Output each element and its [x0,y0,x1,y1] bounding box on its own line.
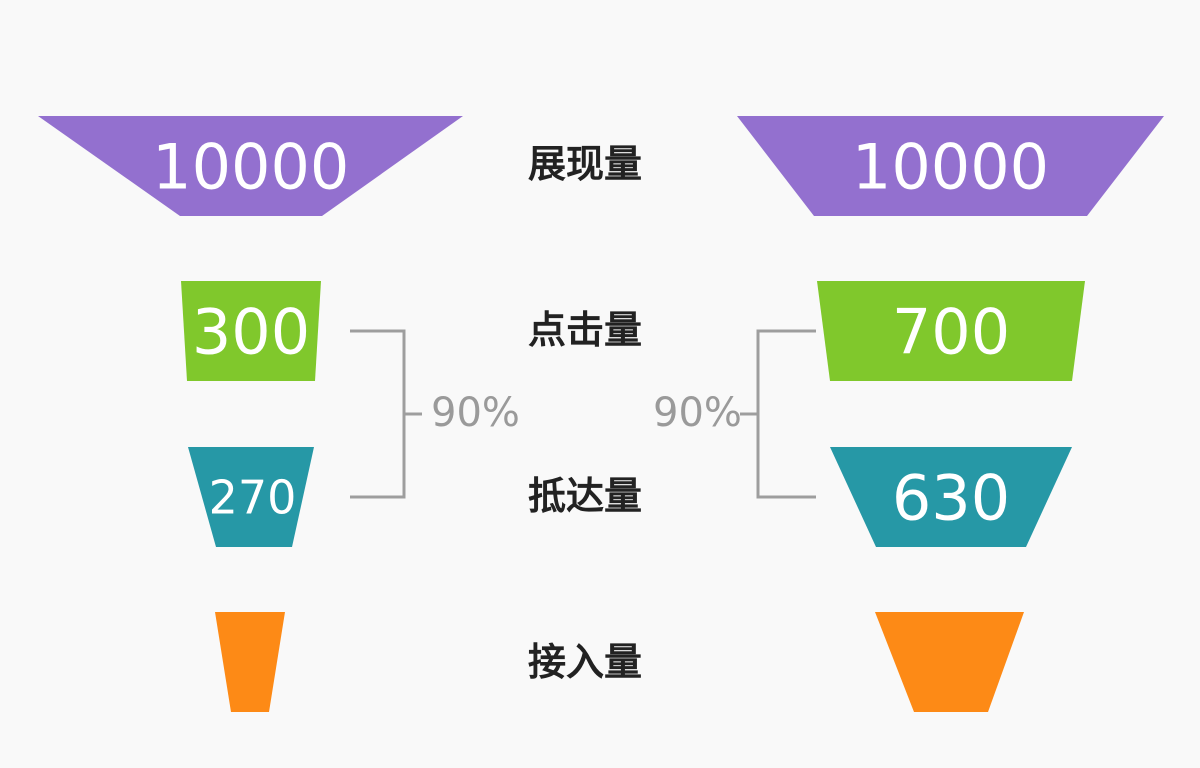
right-funnel-stage-4-shape [875,612,1024,712]
left-funnel-stage-3-value: 270 [209,471,297,525]
left-funnel: 10000 300 270 [38,116,463,712]
right-conversion-rate: 90% [653,390,742,436]
stage-label-impressions: 展现量 [527,142,642,186]
right-funnel-stage-1-value: 10000 [852,130,1049,203]
right-funnel-stage-3-value: 630 [892,461,1010,534]
right-conversion-bracket [740,329,816,499]
stage-label-arrivals: 抵达量 [527,474,642,518]
left-funnel-stage-2-value: 300 [192,295,310,368]
left-funnel-stage-2-shape [181,281,321,381]
left-funnel-stage-1-shape [38,116,463,216]
right-funnel-stage-3-shape [830,447,1072,547]
left-funnel-stage-4-shape [215,612,285,712]
left-conversion-bracket [350,329,422,499]
left-funnel-stage-3-shape [188,447,314,547]
right-funnel-stage-2-value: 700 [892,295,1010,368]
left-funnel-stage-1-value: 10000 [152,130,349,203]
left-conversion-rate: 90% [431,390,520,436]
stage-label-connections: 接入量 [527,640,642,684]
right-funnel: 10000 700 630 [737,116,1164,712]
right-funnel-stage-2-shape [817,281,1085,381]
right-funnel-stage-1-shape [737,116,1164,216]
stage-label-clicks: 点击量 [527,308,642,352]
